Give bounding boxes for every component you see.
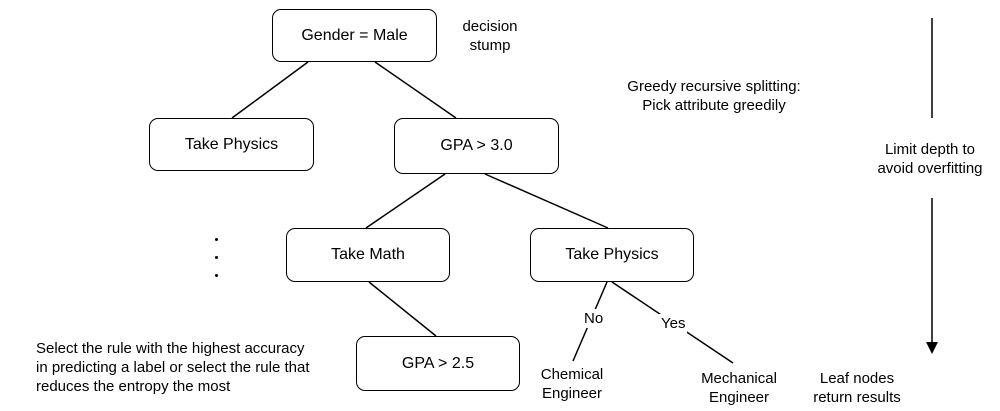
ellipsis-dot-1 (215, 238, 218, 241)
leaf-mechanical-engineer: Mechanical Engineer (686, 369, 792, 407)
annotation-leaf-line-1: Leaf nodes (819, 370, 895, 387)
annotation-leaf-line-2: return results (813, 389, 901, 406)
edge-label-no: No (582, 309, 606, 328)
edge-root-gpa-3 (374, 61, 457, 119)
leaf-mechanical-line-2: Engineer (708, 389, 770, 406)
ellipsis-dot-3 (215, 274, 218, 277)
edge-label-yes: Yes (659, 314, 688, 333)
ellipsis-dot-2 (215, 256, 218, 259)
depth-arrow-head (926, 342, 938, 354)
node-gpa-greater-3: GPA > 3.0 (394, 118, 559, 174)
node-take-physics-right: Take Physics (530, 228, 694, 282)
annotation-greedy-splitting: Greedy recursive splitting: Pick attribu… (598, 77, 830, 115)
annotation-select-line-3: reduces the entropy the most (36, 378, 231, 395)
annotation-limit-depth: Limit depth to avoid overfitting (862, 140, 998, 178)
leaf-chemical-engineer: Chemical Engineer (528, 365, 616, 403)
node-gender-male: Gender = Male (272, 9, 437, 62)
edge-take-math-gpa25 (368, 281, 437, 337)
annotation-greedy-line-2: Pick attribute greedily (642, 97, 786, 114)
annotation-stump-line-2: stump (469, 37, 511, 54)
annotation-decision-stump: decision stump (450, 17, 530, 55)
edge-gpa3-take-physics (484, 173, 609, 229)
annotation-greedy-line-1: Greedy recursive splitting: (627, 78, 801, 95)
edge-gpa3-take-math (365, 173, 446, 229)
annotation-select-rule: Select the rule with the highest accurac… (36, 339, 310, 396)
annotation-limit-line-2: avoid overfitting (877, 160, 983, 177)
annotation-select-line-1: Select the rule with the highest accurac… (36, 340, 305, 357)
annotation-leaf-nodes: Leaf nodes return results (800, 369, 914, 407)
node-gpa-greater-2-5: GPA > 2.5 (356, 336, 520, 391)
annotation-limit-line-1: Limit depth to (884, 141, 976, 158)
node-take-physics-left: Take Physics (149, 118, 314, 171)
edge-root-take-physics (231, 61, 309, 119)
leaf-chemical-line-2: Engineer (541, 385, 603, 402)
annotation-select-line-2: in predicting a label or select the rule… (36, 359, 310, 376)
node-take-math: Take Math (286, 228, 450, 282)
leaf-chemical-line-1: Chemical (540, 366, 604, 383)
annotation-stump-line-1: decision (462, 18, 518, 35)
leaf-mechanical-line-1: Mechanical (701, 370, 777, 387)
